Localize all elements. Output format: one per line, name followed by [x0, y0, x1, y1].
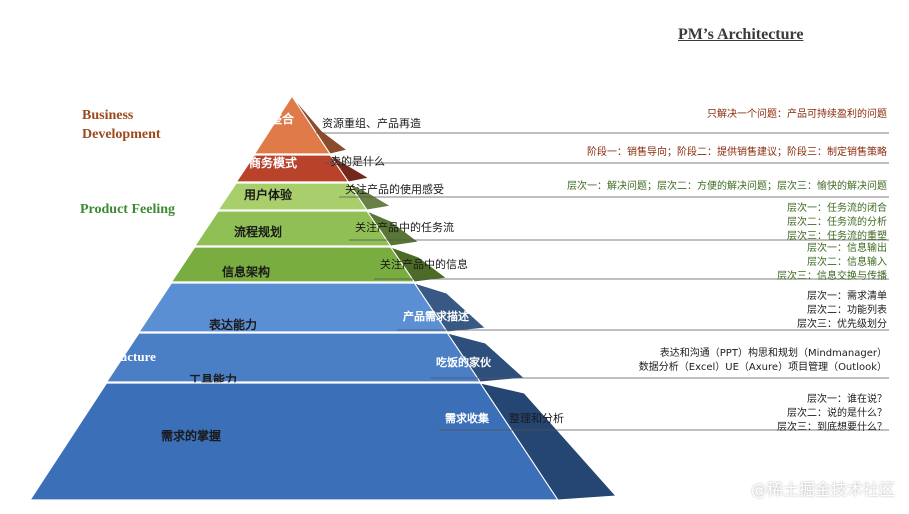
- tier-note-line: 层次二：任务流的分析: [787, 217, 887, 228]
- tier-label-8: 需求的掌握: [161, 428, 221, 443]
- tier-note-line: 层次三：优先级划分: [797, 319, 887, 330]
- tier-note-3: 层次一：解决问题；层次二：方便的解决问题；层次三：愉快的解决问题: [567, 180, 887, 194]
- tier-note-line: 层次二：信息输入: [807, 257, 887, 268]
- pyramid-tier-6: [137, 282, 449, 333]
- tier-note-2: 阶段一：销售导向；阶段二：提供销售建议；阶段三：制定销售策略: [587, 146, 887, 160]
- tier-note-line: 层次三：到底想要什么？: [777, 422, 887, 433]
- pyramid-tier-side-4: [365, 209, 420, 247]
- page-title: PM’s Architecture: [678, 26, 804, 43]
- tier-label-1: 整合: [269, 111, 295, 126]
- tier-description-7: 吃饭的家伙: [436, 355, 492, 369]
- tier-description-extra-8: 整理和分析: [509, 411, 564, 425]
- tier-note-4: 层次一：任务流的闭合层次二：任务流的分析层次三：任务流的重塑: [787, 202, 887, 244]
- category-infrastructure: Infrastructure: [76, 349, 156, 364]
- pyramid-tier-5: [170, 246, 416, 283]
- tier-note-7: 表达和沟通（PPT）构思和规划（Mindmanager） 数据分析（Excel）U…: [639, 347, 887, 375]
- pyramid-tier-8: [28, 382, 560, 501]
- tier-note-line: 层次一：任务流的闭合: [787, 203, 887, 214]
- tier-note-line: 层次三：任务流的重塑: [787, 231, 887, 242]
- pyramid-tier-7: [105, 332, 482, 383]
- tier-description-1: 资源重组、产品再造: [322, 116, 421, 130]
- tier-note-line: 阶段一：销售导向；阶段二：提供销售建议；阶段三：制定销售策略: [587, 147, 887, 158]
- tier-note-line: 层次一：谁在说？: [807, 394, 887, 405]
- tier-label-5: 信息架构: [222, 264, 270, 279]
- tier-label-6: 表达能力: [208, 317, 257, 332]
- tier-note-line: 层次一：信息输出: [807, 243, 887, 254]
- watermark: @稀土掘金技术社区: [750, 480, 895, 499]
- tier-description-8: 需求收集: [445, 411, 490, 425]
- tier-description-4: 关注产品中的任务流: [355, 220, 454, 234]
- tier-note-line: 层次一：解决问题；层次二：方便的解决问题；层次三：愉快的解决问题: [567, 181, 887, 192]
- category-product-feeling: Product Feeling: [80, 202, 176, 217]
- tier-note-line: 层次二：说的是什么？: [787, 408, 887, 419]
- pyramid-tier-side-5: [389, 246, 448, 283]
- tier-label-4: 流程规划: [234, 224, 282, 239]
- tier-note-line: 表达和沟通（PPT）构思和规划（Mindmanager）: [659, 348, 887, 359]
- tier-label-3: 用户体验: [243, 187, 293, 202]
- tier-note-line: 层次三：信息交换与传播: [777, 271, 887, 282]
- tier-note-line: 数据分析（Excel）UE（Axure）项目管理（Outlook）: [638, 362, 887, 373]
- tier-note-5: 层次一：信息输出层次二：信息输入层次三：信息交换与传播: [777, 242, 887, 284]
- pyramid-tier-side-6: [413, 282, 487, 333]
- tier-note-line: 层次二：功能列表: [807, 305, 887, 316]
- tier-description-3: 关注产品的使用感受: [345, 182, 444, 196]
- pyramid-tier-side-1: [291, 95, 349, 155]
- category-business-development: Business Development: [82, 108, 161, 142]
- tier-description-6: 产品需求描述: [403, 309, 469, 323]
- tier-description-5: 关注产品中的信息: [380, 257, 468, 271]
- tier-note-line: 只解决一个问题：产品可持续盈利的问题: [707, 109, 887, 120]
- tier-note-8: 层次一：谁在说？ 层次二：说的是什么？ 层次三：到底想要什么？: [777, 393, 887, 435]
- pyramid-tier-side-8: [479, 382, 618, 501]
- tier-note-line: 层次一：需求清单: [807, 291, 887, 302]
- tier-description-2: 卖的是什么: [330, 154, 385, 168]
- tier-note-1: 只解决一个问题：产品可持续盈利的问题: [707, 108, 887, 122]
- pyramid-tier-side-3: [347, 181, 393, 211]
- pyramid-tier-side-2: [329, 154, 371, 183]
- tier-note-6: 层次一：需求清单层次二：功能列表层次三：优先级划分: [797, 290, 887, 332]
- tier-label-2: 商务模式: [249, 155, 297, 170]
